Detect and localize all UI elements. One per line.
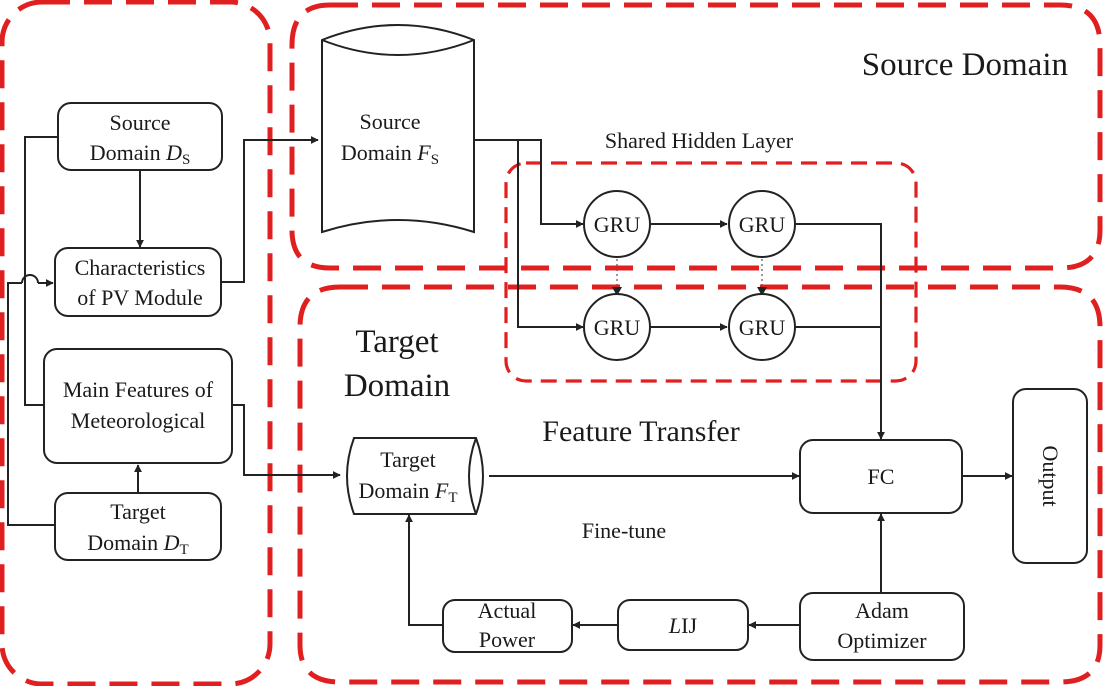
feature-transfer-title: Feature Transfer xyxy=(542,415,739,448)
source-domain-ds-line2: Domain DS xyxy=(90,140,191,168)
actual-power-line2: Power xyxy=(479,627,536,652)
actual-power-line1: Actual xyxy=(478,598,537,623)
meteorological-box: Main Features of Meteorological xyxy=(43,348,233,464)
output-box: Output xyxy=(1012,388,1088,564)
shared-hidden-layer-title: Shared Hidden Layer xyxy=(605,128,794,153)
source-domain-fs-cylinder: Source Domain FS xyxy=(321,24,475,234)
adam-optimizer-box: Adam Optimizer xyxy=(799,592,965,661)
source-domain-fs-line2: Domain FS xyxy=(341,140,439,168)
source-domain-ds-line1: Source xyxy=(109,110,170,135)
gru-node-3: GRU xyxy=(583,293,651,361)
gru4-output-to-fc xyxy=(795,326,885,440)
gru-node-2: GRU xyxy=(728,190,796,258)
source-domain-fs-line1: Source xyxy=(359,109,420,134)
input-region-border xyxy=(0,0,273,686)
meteorological-line2: Meteorological xyxy=(71,408,205,433)
line-hop xyxy=(21,274,39,284)
source-domain-title: Source Domain xyxy=(862,47,1068,83)
loss-box: LIJ xyxy=(617,599,749,651)
adam-line2: Optimizer xyxy=(837,628,927,653)
fc-label: FC xyxy=(868,464,895,489)
pv-module-line2: of PV Module xyxy=(77,285,203,310)
source-domain-region-border xyxy=(289,2,1103,271)
gru2-output-line xyxy=(795,223,882,327)
pv-module-line1: Characteristics xyxy=(75,255,206,280)
actual-power-box: Actual Power xyxy=(442,598,573,653)
target-domain-title-line2: Domain xyxy=(344,368,450,404)
arrow-met-to-ft xyxy=(232,404,341,479)
arrow-fs-to-gru1 xyxy=(474,139,584,228)
arrow-fs-to-gru3 xyxy=(517,140,584,331)
arrow-pv-to-fs xyxy=(221,136,319,283)
pv-module-box: Characteristics of PV Module xyxy=(54,247,222,317)
fine-tune-label: Fine-tune xyxy=(582,518,666,543)
arrow-power-to-ft xyxy=(405,514,443,626)
target-domain-ft-line2: Domain FT xyxy=(358,478,457,506)
target-domain-ft-cylinder: Target Domain FT xyxy=(346,437,484,515)
gru-node-4-label: GRU xyxy=(739,315,786,340)
target-domain-title-line1: Target xyxy=(355,324,438,360)
left-feeder-line xyxy=(24,136,58,409)
gru-node-1: GRU xyxy=(583,190,651,258)
gru-node-1-label: GRU xyxy=(594,212,641,237)
target-domain-dt-line1: Target xyxy=(110,499,165,524)
meteorological-line1: Main Features of xyxy=(63,377,214,402)
gru-node-4: GRU xyxy=(728,293,796,361)
output-label: Output xyxy=(1038,445,1063,506)
shared-hidden-layer-border xyxy=(504,161,918,383)
fc-box: FC xyxy=(799,439,963,514)
gru-node-2-label: GRU xyxy=(739,212,786,237)
adam-line1: Adam xyxy=(855,598,909,623)
target-domain-dt-line2: Domain DT xyxy=(87,530,188,558)
target-domain-region-border xyxy=(297,284,1103,685)
target-domain-dt-box: Target Domain DT xyxy=(54,492,222,561)
loss-label: LIJ xyxy=(668,613,698,638)
target-feeder-line xyxy=(7,282,55,526)
source-domain-ds-box: Source Domain DS xyxy=(57,102,223,171)
gru-node-3-label: GRU xyxy=(594,315,641,340)
target-domain-ft-line1: Target xyxy=(380,447,435,472)
